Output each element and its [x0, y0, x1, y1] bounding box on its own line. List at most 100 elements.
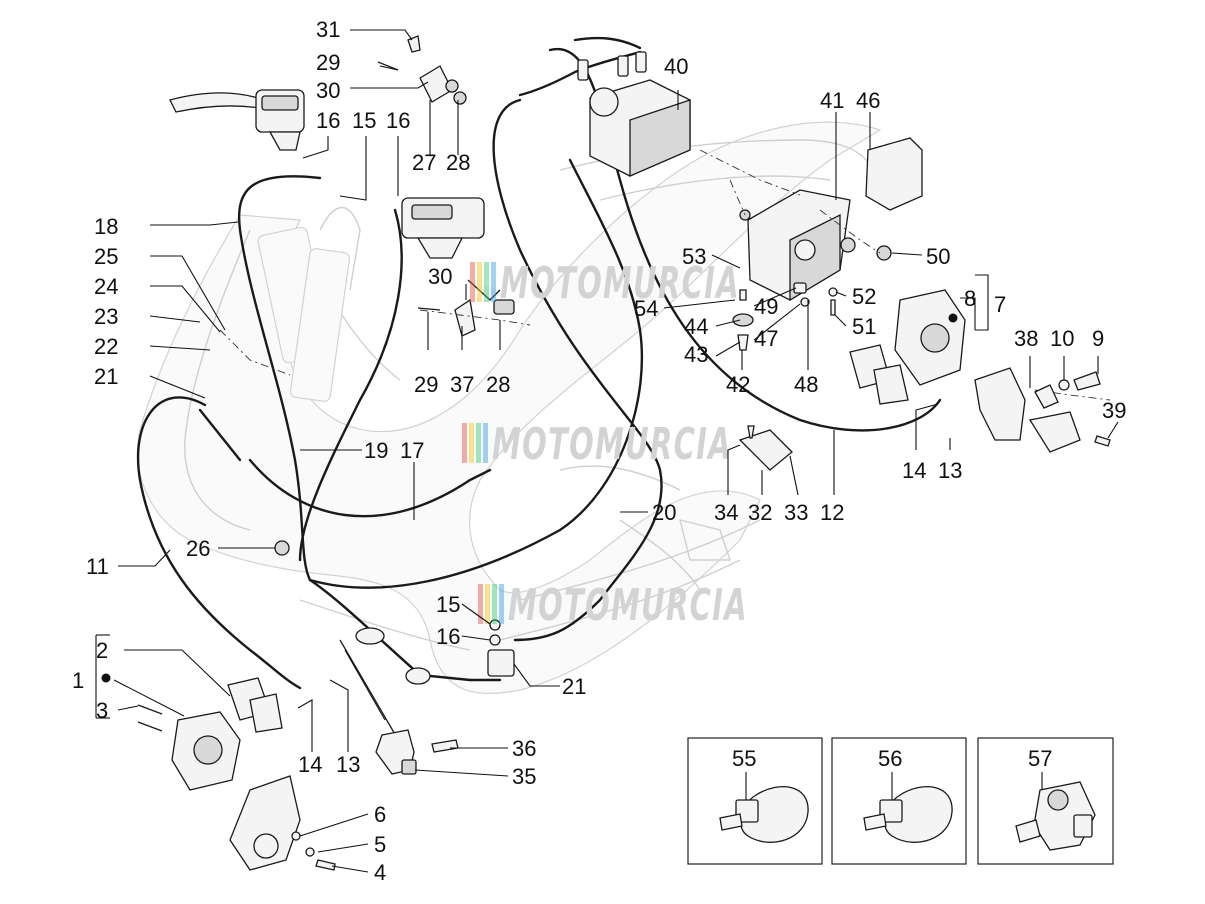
wm-stripe-2 — [469, 423, 474, 463]
assembly-guide-lines — [219, 149, 1111, 401]
callout-15: 15 — [436, 592, 460, 617]
callout-54: 54 — [634, 296, 658, 321]
callout-20: 20 — [652, 500, 676, 525]
hose-junction-lower — [274, 540, 515, 685]
callout-16: 16 — [386, 108, 410, 133]
callout-49: 49 — [754, 294, 778, 319]
callout-15: 15 — [352, 108, 376, 133]
callout-48: 48 — [794, 372, 818, 397]
callout-12: 12 — [820, 500, 844, 525]
callout-6: 6 — [374, 802, 386, 827]
wm-stripe-3 — [476, 423, 481, 463]
callout-21: 21 — [562, 674, 586, 699]
callout-29: 29 — [414, 372, 438, 397]
callout-14: 14 — [902, 458, 926, 483]
hose-bracket-plate — [738, 425, 793, 471]
wm-stripe-4 — [483, 423, 488, 463]
callout-42: 42 — [726, 372, 750, 397]
callout-22: 22 — [94, 334, 118, 359]
inset-box-55 — [687, 737, 823, 865]
callout-7: 7 — [994, 292, 1006, 317]
callout-41: 41 — [820, 88, 844, 113]
scooter-frame-outline — [136, 121, 882, 695]
callout-50: 50 — [926, 244, 950, 269]
hose-fitting-group-upper — [377, 35, 467, 105]
callout-18: 18 — [94, 214, 118, 239]
callout-3: 3 — [96, 698, 108, 723]
callout-24: 24 — [94, 274, 118, 299]
front-fork-leg — [229, 775, 336, 871]
watermark-text: MOTOMURCIA — [492, 419, 732, 470]
callout-44: 44 — [684, 314, 708, 339]
callout-13: 13 — [336, 752, 360, 777]
callout-28: 28 — [446, 150, 470, 175]
callout-43: 43 — [684, 342, 708, 367]
callout-19: 19 — [364, 438, 388, 463]
callout-46: 46 — [856, 88, 880, 113]
callout-55: 55 — [732, 746, 756, 771]
callout-47: 47 — [754, 326, 778, 351]
callout-52: 52 — [852, 284, 876, 309]
callout-8: 8 — [964, 286, 976, 311]
callout-51: 51 — [852, 314, 876, 339]
callout-56: 56 — [878, 746, 902, 771]
callout-32: 32 — [748, 500, 772, 525]
watermark-lower: MOTOMURCIA — [478, 580, 748, 631]
callout-25: 25 — [94, 244, 118, 269]
callout-31: 31 — [316, 17, 340, 42]
rear-brake-caliper — [849, 289, 966, 405]
callout-10: 10 — [1050, 326, 1074, 351]
callout-26: 26 — [186, 536, 210, 561]
callout-4: 4 — [374, 860, 386, 885]
wm-stripe-2 — [477, 262, 482, 302]
callout-5: 5 — [374, 832, 386, 857]
wm-stripe-1 — [470, 262, 475, 302]
callout-38: 38 — [1014, 326, 1038, 351]
wm-stripe-1 — [478, 584, 483, 624]
front-brake-caliper — [137, 677, 283, 791]
watermark-middle: MOTOMURCIA — [462, 419, 732, 470]
front-brake-lever — [169, 89, 305, 151]
assembly-marker-dot — [101, 673, 111, 683]
watermark-upper: MOTOMURCIA — [470, 258, 740, 309]
callout-27: 27 — [412, 150, 436, 175]
callout-1: 1 — [72, 668, 84, 693]
wm-stripe-4 — [491, 262, 496, 302]
callout-57: 57 — [1028, 746, 1052, 771]
callout-40: 40 — [664, 54, 688, 79]
wm-stripe-3 — [484, 262, 489, 302]
callout-16: 16 — [436, 624, 460, 649]
callout-13: 13 — [938, 458, 962, 483]
abs-mounting-bracket — [739, 189, 851, 302]
callout-21: 21 — [94, 364, 118, 389]
wm-stripe-4 — [499, 584, 504, 624]
watermark-text: MOTOMURCIA — [500, 258, 740, 309]
rear-master-cylinder — [401, 197, 485, 259]
callout-labels: 31 29 30 27 28 16 15 16 18 25 24 23 22 2… — [72, 17, 1126, 885]
callout-9: 9 — [1092, 326, 1104, 351]
callout-16: 16 — [316, 108, 340, 133]
callout-17: 17 — [400, 438, 424, 463]
callout-29: 29 — [316, 50, 340, 75]
leader-lines — [95, 29, 1119, 873]
callout-28: 28 — [486, 372, 510, 397]
wm-stripe-1 — [462, 423, 467, 463]
callout-2: 2 — [96, 638, 108, 663]
watermark-text: MOTOMURCIA — [508, 580, 748, 631]
callout-14: 14 — [298, 752, 322, 777]
inset-box-57 — [977, 737, 1114, 865]
inset-box-56 — [831, 737, 967, 865]
callout-37: 37 — [450, 372, 474, 397]
rear-caliper-bracket — [974, 367, 1111, 453]
assembly-marker-dot — [948, 313, 958, 323]
hose-fitting-group-middle — [417, 279, 515, 337]
callout-53: 53 — [682, 244, 706, 269]
callout-34: 34 — [714, 500, 738, 525]
callout-11: 11 — [86, 554, 109, 579]
callout-39: 39 — [1102, 398, 1126, 423]
callout-30: 30 — [428, 264, 452, 289]
callout-36: 36 — [512, 736, 536, 761]
wm-stripe-3 — [492, 584, 497, 624]
wm-stripe-2 — [485, 584, 490, 624]
